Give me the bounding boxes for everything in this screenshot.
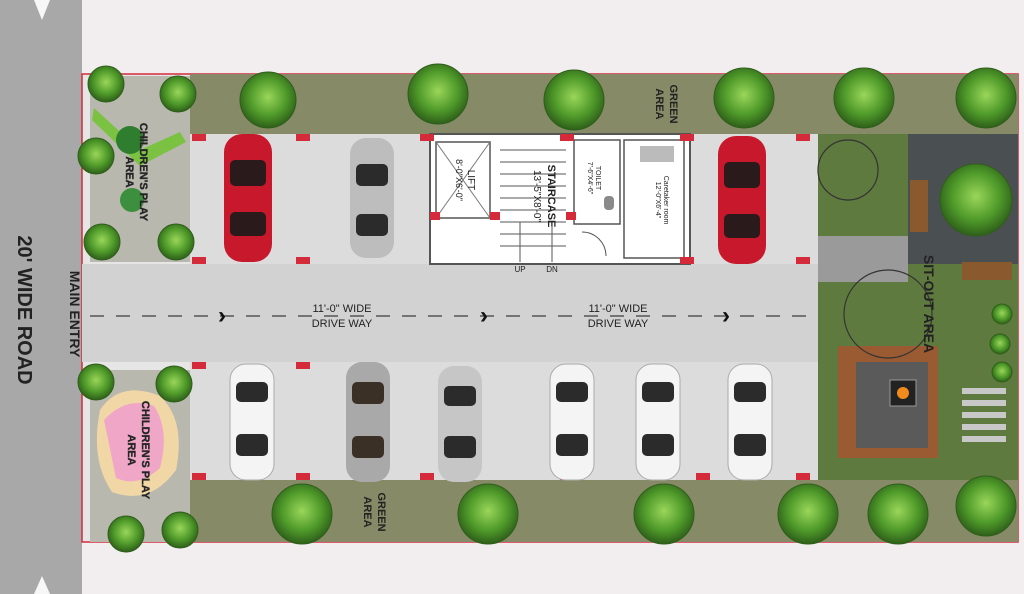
driveway-arrow-3: ›: [722, 302, 730, 329]
car-top-silver-2: [350, 138, 394, 258]
car-bottom-white-1: [229, 363, 275, 481]
tree: [407, 63, 469, 125]
trees: [77, 63, 1017, 553]
sitout-canopy-tree: [843, 269, 933, 359]
stepping-stones: [962, 388, 1006, 442]
play-area-top-line2: AREA: [123, 156, 135, 187]
lift-label-line1: LIFT: [465, 170, 476, 191]
toilet-label-line1: TOILET: [594, 166, 601, 191]
shrub: [989, 333, 1011, 355]
tree: [271, 483, 333, 545]
tree: [777, 483, 839, 545]
tree: [159, 75, 197, 113]
car-bottom-silver-3: [438, 366, 482, 482]
road-label: 20' WIDE ROAD: [13, 235, 35, 384]
tree: [155, 365, 193, 403]
sitout-bench-1: [910, 180, 928, 232]
tree: [867, 483, 929, 545]
tree: [543, 69, 605, 131]
driveway: [82, 264, 818, 362]
parking-bottom: [190, 362, 818, 480]
tree: [633, 483, 695, 545]
toilet-room: [573, 139, 621, 225]
driveway-label-2-line1: 11'-0" WIDE: [589, 303, 648, 315]
tree: [457, 483, 519, 545]
lift-label-line2: 8'-0"X6'-0": [454, 159, 464, 201]
driveway-arrow-2: ›: [480, 302, 488, 329]
main-entry-label: MAIN ENTRY: [67, 271, 83, 358]
car-top-red-3: [718, 136, 766, 264]
green-area-bottom-line1: GREEN: [375, 492, 387, 531]
sitout-bench-2: [962, 262, 1012, 280]
columns: [192, 134, 810, 480]
staircase-up-label: UP: [514, 265, 525, 274]
shrub: [991, 361, 1013, 383]
tree: [107, 515, 145, 553]
driveway-label-1-line2: DRIVE WAY: [312, 318, 373, 330]
green-area-top-line2: AREA: [653, 88, 665, 119]
tree: [955, 475, 1017, 537]
car-bottom-white-4: [549, 363, 595, 481]
staircase-label-line2: 13'-5"X8'-0": [531, 170, 542, 223]
green-area-top-line1: GREEN: [667, 84, 679, 123]
road: [0, 0, 82, 594]
tree: [87, 65, 125, 103]
car-bottom-silver-2: [346, 362, 390, 482]
tree: [939, 163, 1013, 237]
tree: [713, 67, 775, 129]
play-area-bottom-line1: CHILDREN'S PLAY: [139, 401, 151, 500]
tree: [83, 223, 121, 261]
green-area-bottom-line2: AREA: [361, 496, 373, 527]
play-area-bottom-line2: AREA: [125, 434, 137, 465]
staircase-label-line1: STAIRCASE: [545, 165, 557, 228]
tree: [161, 511, 199, 549]
toilet-label-line2: 7'-6"X4'-6": [586, 162, 593, 195]
tree: [77, 137, 115, 175]
caretaker-label-line2: 12'-0"X6'-4": [654, 182, 661, 219]
car-bottom-white-6: [727, 363, 773, 481]
sit-out-label: SIT-OUT AREA: [921, 255, 937, 353]
shrub: [991, 303, 1013, 325]
driveway-label-2-line2: DRIVE WAY: [588, 318, 649, 330]
tree: [955, 67, 1017, 129]
car-bottom-white-5: [635, 363, 681, 481]
tree: [157, 223, 195, 261]
driveway-arrow-1: ›: [218, 302, 226, 329]
sitout-canopy-tree-2: [817, 139, 879, 201]
tree: [77, 363, 115, 401]
staircase-dn-label: DN: [546, 265, 558, 274]
driveway-label-1-line1: 11'-0" WIDE: [313, 303, 372, 315]
play-area-top-line1: CHILDREN'S PLAY: [137, 123, 149, 222]
tree: [239, 71, 297, 129]
playground-slide-top: [92, 108, 186, 166]
car-top-red-1: [224, 134, 272, 262]
caretaker-door: [581, 231, 607, 257]
tree: [833, 67, 895, 129]
staircase-treads: [500, 149, 566, 262]
caretaker-label-line1: Caretaker room: [662, 176, 669, 225]
